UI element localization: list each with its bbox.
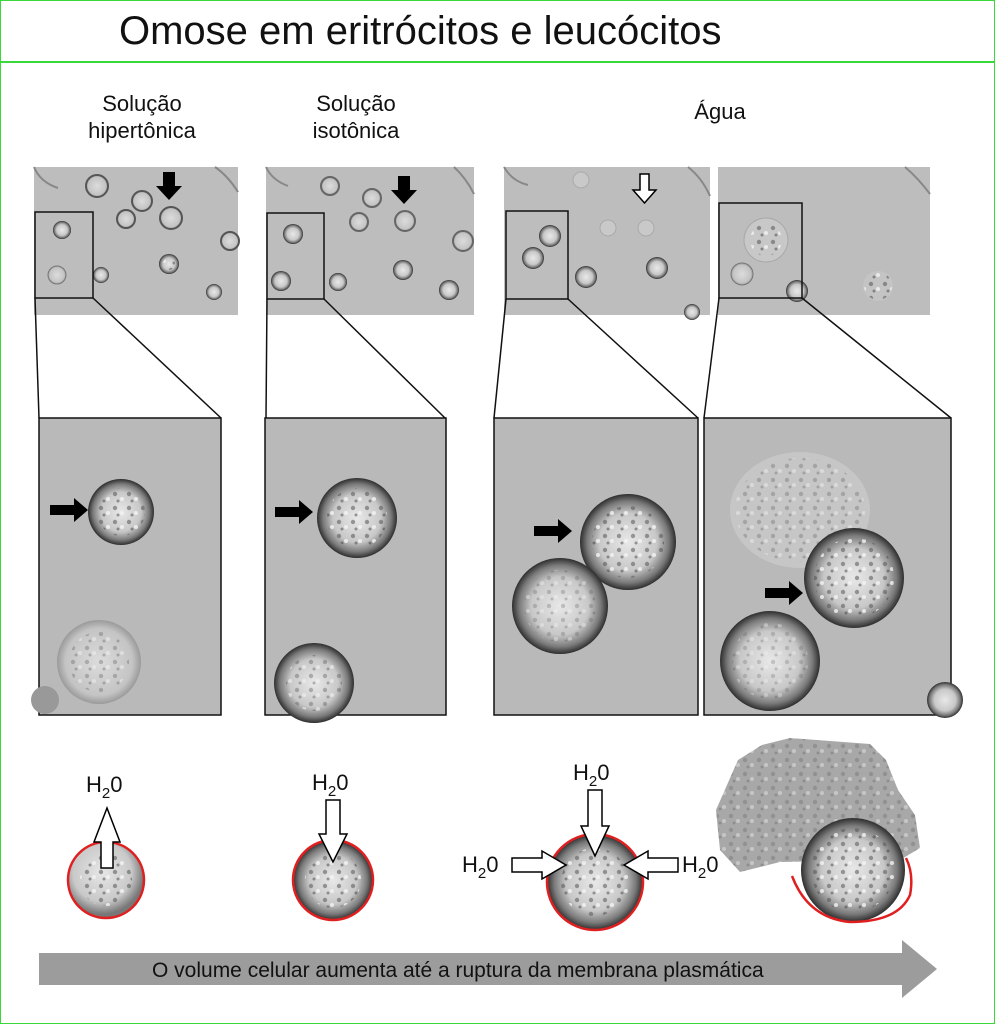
arrow-down-filled-icon — [156, 172, 182, 200]
micrograph-water-overview-1 — [503, 166, 711, 320]
page-title: Omose em eritrócitos e leucócitos — [119, 9, 722, 53]
micrograph-hypertonic-zoom — [31, 417, 222, 716]
column-label-hypertonic-line2: hipertônica — [88, 118, 196, 143]
h2o-label-hyper: H20 — [86, 772, 122, 802]
micrograph-water-overview-2 — [718, 166, 931, 315]
arrow-right-icon-water-2 — [765, 581, 803, 605]
column-label-water-line1: Água — [694, 99, 746, 124]
column-label-hypertonic: Solução hipertônica — [62, 90, 222, 144]
volume-increase-text: O volume celular aumenta até a ruptura d… — [152, 959, 764, 982]
water-out-arrow-icon — [92, 805, 122, 869]
title-bar: Omose em eritrócitos e leucócitos — [1, 1, 994, 63]
column-label-water: Água — [640, 98, 800, 125]
h2o-label-iso: H20 — [312, 770, 348, 800]
arrow-right-icon-hypertonic — [50, 498, 88, 522]
arrow-right-icon-isotonic — [275, 500, 313, 524]
micrograph-isotonic-overview — [265, 166, 475, 315]
water-in-arrow-top-icon — [579, 789, 611, 858]
micrograph-isotonic-zoom — [264, 417, 447, 723]
cell-hypertonic-schematic — [66, 840, 146, 920]
micrograph-water-zoom-1 — [493, 417, 699, 716]
arrow-down-filled-icon-2 — [391, 176, 417, 204]
h2o-label-water-left: H20 — [462, 852, 498, 882]
arrow-down-outline-icon — [631, 173, 658, 205]
volume-increase-arrow: O volume celular aumenta até a ruptura d… — [39, 940, 937, 998]
column-label-isotonic-line2: isotônica — [312, 118, 400, 143]
h2o-label-water-top: H20 — [573, 760, 609, 790]
arrow-right-icon-water — [534, 519, 572, 543]
column-label-hypertonic-line1: Solução — [102, 91, 182, 116]
micrograph-water-zoom-2 — [703, 417, 963, 718]
water-in-arrow-right-icon — [622, 849, 679, 881]
cell-ruptured-schematic — [716, 738, 920, 924]
cell-isotonic-schematic — [291, 838, 375, 922]
water-in-arrow-left-icon — [511, 849, 568, 881]
zoom-connector-lines — [34, 297, 952, 419]
h2o-label-water-right: H20 — [682, 852, 718, 882]
micrograph-hypertonic-overview — [33, 166, 240, 315]
cell-water-schematic — [545, 832, 645, 932]
water-in-arrow-icon — [317, 799, 349, 864]
column-label-isotonic: Solução isotônica — [276, 90, 436, 144]
column-label-isotonic-line1: Solução — [316, 91, 396, 116]
